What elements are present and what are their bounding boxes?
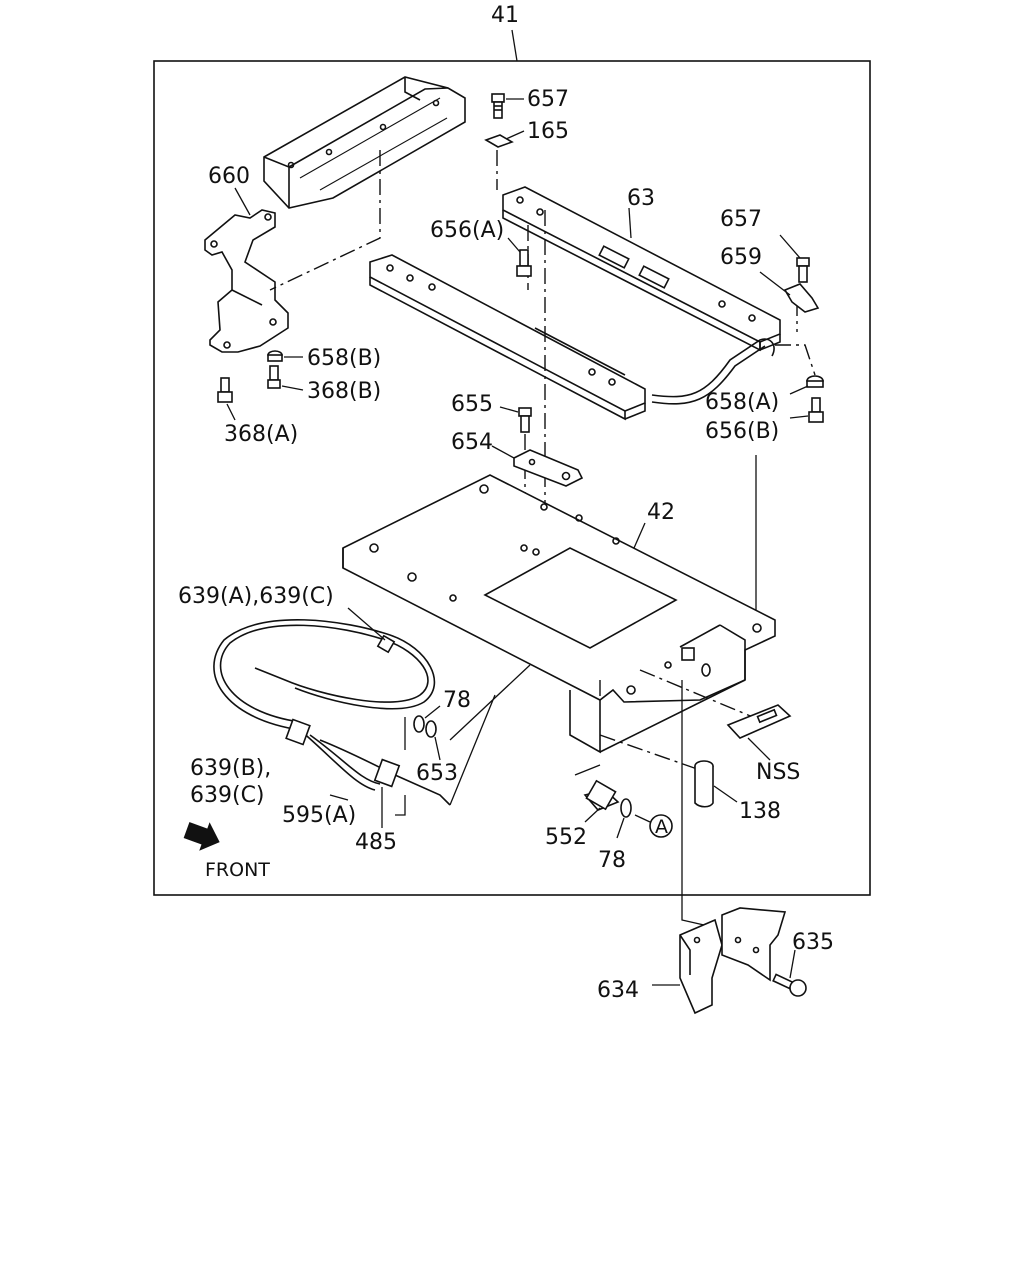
callout-nss: NSS — [756, 760, 800, 785]
assembly-frame — [153, 60, 871, 896]
callout-552: 552 — [545, 825, 587, 850]
callout-368a: 368(A) — [224, 422, 298, 447]
bolt-655-part — [518, 407, 532, 433]
bolt-656b-part — [808, 397, 824, 423]
callout-634: 634 — [597, 978, 639, 1003]
callout-653: 653 — [416, 761, 458, 786]
callout-639c: 639(C) — [190, 783, 265, 808]
bolt-656a-part — [516, 249, 532, 277]
cover-634-part — [679, 907, 787, 1015]
label-nss-part — [726, 704, 792, 739]
callout-657-top: 657 — [527, 87, 569, 112]
bolt-657-top-part — [491, 93, 505, 119]
callout-ref-a: A — [655, 816, 668, 838]
callout-368b: 368(B) — [307, 379, 381, 404]
callout-660: 660 — [208, 164, 250, 189]
seat-rail-63 — [502, 186, 781, 405]
callout-657-right: 657 — [720, 207, 762, 232]
nut-658b-part — [267, 350, 283, 362]
callout-656a: 656(A) — [430, 218, 504, 243]
callout-42: 42 — [647, 500, 675, 525]
callout-659: 659 — [720, 245, 762, 270]
oring-653-part — [425, 720, 437, 738]
screw-635-part — [772, 973, 807, 997]
floor-frame-part — [263, 76, 466, 209]
callout-655: 655 — [451, 392, 493, 417]
bolt-368a-part — [217, 377, 233, 403]
callout-63: 63 — [627, 186, 655, 211]
oring-78b-part — [620, 798, 632, 818]
seat-base-42 — [342, 474, 776, 754]
connector-552-part — [583, 779, 620, 811]
callout-78-top: 78 — [443, 688, 471, 713]
leader-660 — [234, 187, 251, 216]
tube-138-part — [694, 760, 714, 808]
plate-654-part — [513, 449, 584, 487]
seat-rail-lower — [369, 254, 646, 421]
callout-635: 635 — [792, 930, 834, 955]
callout-78-bottom: 78 — [598, 848, 626, 873]
callout-639b: 639(B), — [190, 756, 271, 781]
nut-658a-part — [806, 375, 824, 388]
callout-658a: 658(A) — [705, 390, 779, 415]
clip-165-part — [484, 134, 514, 148]
callout-138: 138 — [739, 799, 781, 824]
callout-485: 485 — [355, 830, 397, 855]
bracket-660 — [204, 209, 289, 353]
bolt-657-right-part — [796, 257, 810, 283]
callout-41: 41 — [491, 3, 519, 28]
ref-marker-a — [649, 814, 673, 838]
callout-639ac: 639(A),639(C) — [178, 584, 334, 609]
front-arrow — [183, 822, 220, 851]
callout-658b: 658(B) — [307, 346, 381, 371]
clip-659-part — [783, 283, 820, 313]
callout-595a: 595(A) — [282, 803, 356, 828]
callout-165: 165 — [527, 119, 569, 144]
callout-654: 654 — [451, 430, 493, 455]
callout-656b: 656(B) — [705, 419, 779, 444]
callout-front: FRONT — [205, 859, 270, 881]
bolt-368b-part — [267, 365, 281, 389]
oring-78-part — [413, 715, 425, 733]
leader-41 — [511, 29, 518, 62]
